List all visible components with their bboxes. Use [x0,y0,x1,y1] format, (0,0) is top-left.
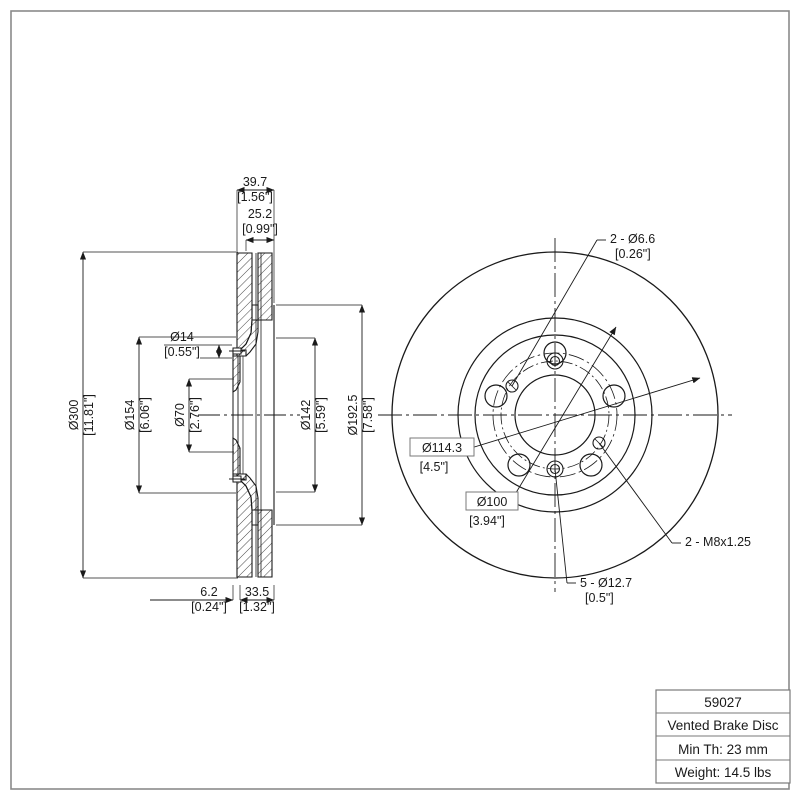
dim-hub-depth-metric: 33.5 [245,585,269,599]
dim-center-bore-diameter: Ø70 [2.76"] [173,378,234,453]
dim-hub-depth: 33.5 [1.32"] [239,585,275,614]
sheet-border [10,10,790,790]
callout-bolt-circle-outer-imperial: [4.5"] [420,460,449,474]
dim-mounting-face-diameter: Ø192.5 [7.58"] [276,304,375,526]
dim-mounting-face-diameter-metric: Ø192.5 [346,394,360,435]
dim-overall-width-imperial: [1.56"] [237,190,273,204]
dim-hub-flange-diameter: Ø154 [6.06"] [123,336,236,494]
dim-small-hole-diameter-metric: Ø14 [170,330,194,344]
callout-vent-holes-line2: [0.26"] [615,247,651,261]
callout-threaded-holes-label: 2 - M8x1.25 [685,535,751,549]
callout-bolt-circle-inner: Ø100 [3.94"] [465,326,617,528]
dim-center-bore-diameter-imperial: [2.76"] [188,397,202,433]
title-block-weight: Weight: 14.5 lbs [675,765,772,780]
dim-mounting-face-diameter-imperial: [7.58"] [361,397,375,433]
dim-center-bore-diameter-metric: Ø70 [173,403,187,427]
title-block: 59027 Vented Brake Disc Min Th: 23 mm We… [655,689,791,784]
dim-overall-diameter-imperial: [11.81"] [82,394,96,436]
dim-flange-thickness: 6.2 [0.24"] [150,585,241,614]
dim-flange-thickness-imperial: [0.24"] [191,600,227,614]
callout-bolt-circle-outer: Ø114.3 [4.5"] [409,377,701,474]
dim-disc-thickness: 25.2 [0.99"] [242,207,278,251]
dim-inner-plate-diameter-imperial: [5.59"] [314,397,328,433]
title-block-description: Vented Brake Disc [667,718,778,733]
dim-disc-thickness-imperial: [0.99"] [242,222,278,236]
title-block-part-number: 59027 [704,695,742,710]
dim-overall-width-metric: 39.7 [243,175,267,189]
dim-disc-thickness-metric: 25.2 [248,207,272,221]
dim-hub-flange-diameter-metric: Ø154 [123,400,137,431]
callout-vent-holes-line1: 2 - Ø6.6 [610,232,655,246]
vent-holes [505,379,606,450]
dim-inner-plate-diameter-metric: Ø142 [299,400,313,431]
callout-lug-holes-line1: 5 - Ø12.7 [580,576,632,590]
callout-lug-holes: 5 - Ø12.7 [0.5"] [554,468,632,605]
dim-small-hole-diameter-imperial: [0.55"] [164,345,200,359]
dim-overall-diameter: Ø300 [11.81"] [67,251,238,579]
dim-overall-width: 39.7 [1.56"] [236,175,275,303]
face-view-centerlines [378,238,732,592]
callout-bolt-circle-outer-metric: Ø114.3 [422,441,462,455]
callout-lug-holes-line2: [0.5"] [585,591,614,605]
callout-vent-holes: 2 - Ø6.6 [0.26"] [511,232,655,387]
dim-flange-thickness-metric: 6.2 [200,585,217,599]
dim-overall-diameter-metric: Ø300 [67,400,81,431]
dim-small-hole-diameter: Ø14 [0.55"] [164,330,232,359]
callout-bolt-circle-inner-metric: Ø100 [477,495,508,509]
callout-bolt-circle-inner-imperial: [3.94"] [469,514,505,528]
title-block-min-thickness: Min Th: 23 mm [678,742,768,757]
dim-inner-plate-diameter: Ø142 [5.59"] [276,337,328,493]
dim-hub-depth-imperial: [1.32"] [239,600,275,614]
dim-hub-flange-diameter-imperial: [6.06"] [138,397,152,433]
